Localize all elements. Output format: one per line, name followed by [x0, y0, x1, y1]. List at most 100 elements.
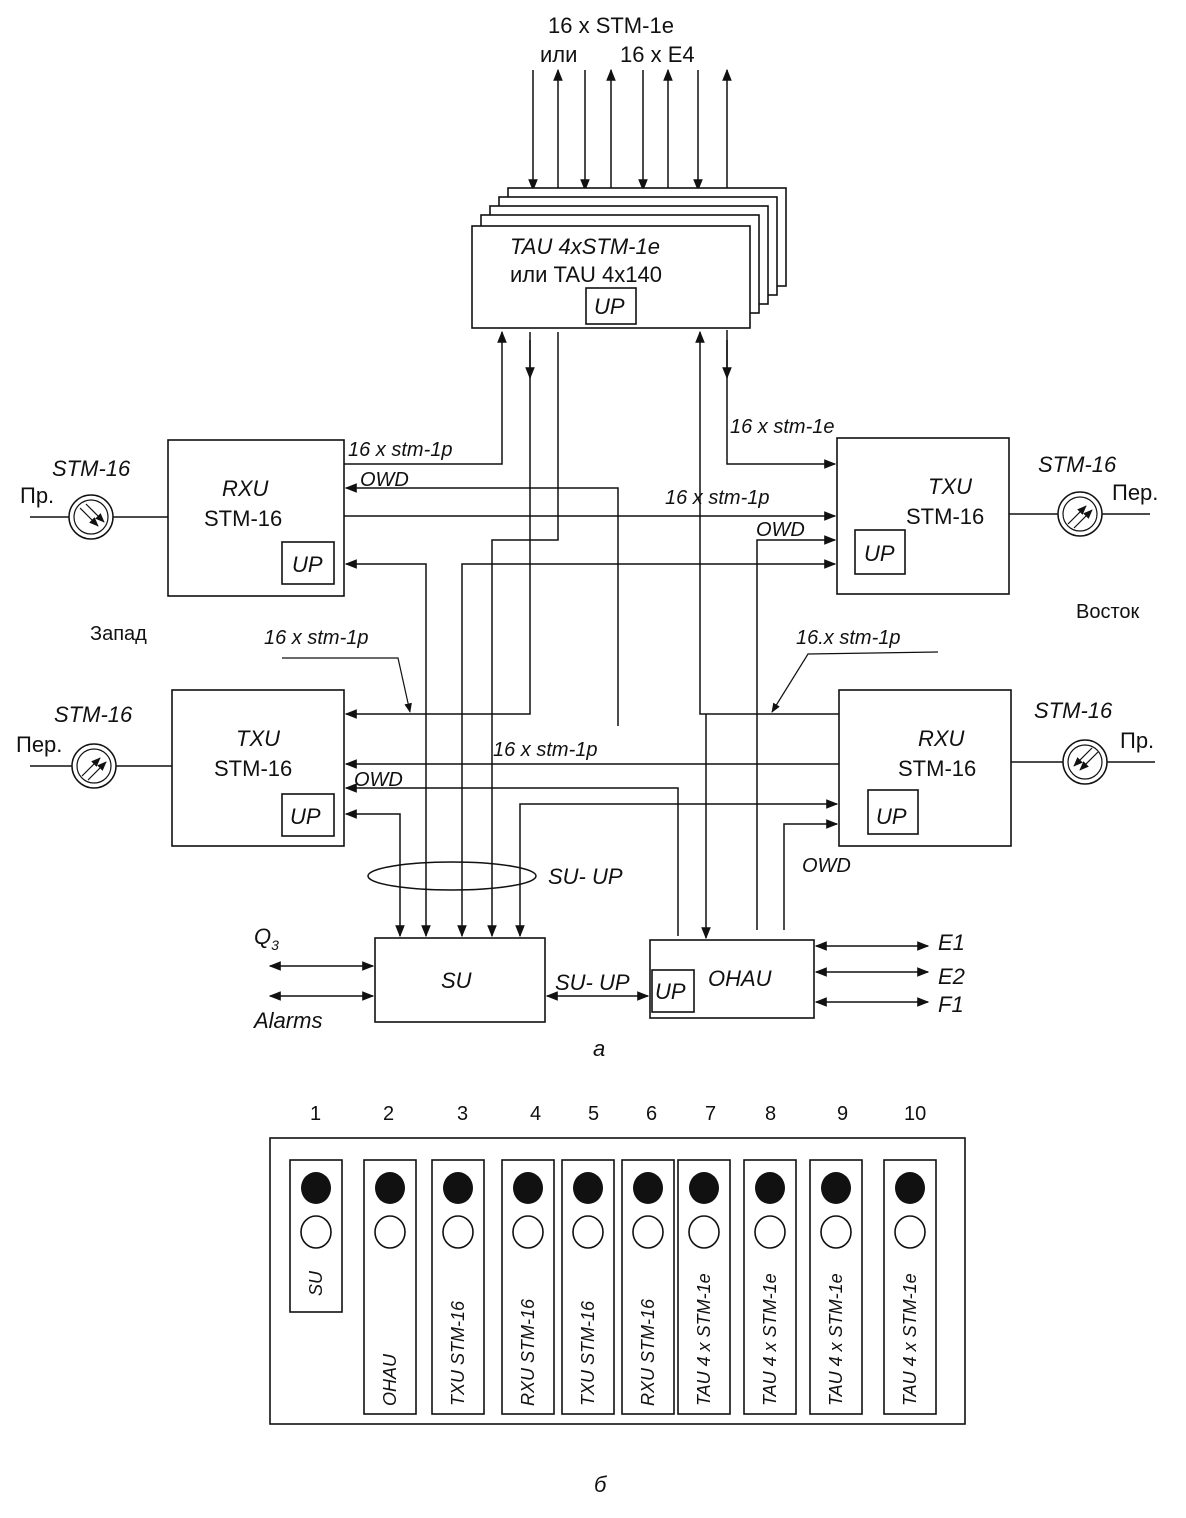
label-su-up-bus: SU- UP: [548, 864, 623, 889]
optical-port-west-rx: [30, 494, 168, 540]
txu-west-line1: TXU: [236, 726, 280, 751]
label-east-tx-stm16: STM-16: [1038, 452, 1117, 477]
txu-west-line2: STM-16: [214, 756, 292, 781]
label-east-rx-stm16: STM-16: [1034, 698, 1113, 723]
rxu-east-up-label: UP: [876, 804, 907, 829]
led-filled-icon: [821, 1172, 851, 1204]
txu-east-line2: STM-16: [906, 504, 984, 529]
slot-label-3: TXU STM-16: [448, 1300, 468, 1406]
rxu-east-line1: RXU: [918, 726, 965, 751]
rxu-west-up-box: [281, 541, 335, 585]
tau-up-label: UP: [594, 294, 625, 319]
tau-line2: или TAU 4x140: [510, 262, 662, 287]
label-e1: E1: [938, 930, 965, 955]
led-filled-icon: [689, 1172, 719, 1204]
led-empty-icon: [820, 1215, 852, 1249]
txu-west-up-box: [281, 793, 335, 837]
slot-label-10: TAU 4 x STM-1e: [900, 1273, 920, 1406]
rxu-west-line2: STM-16: [204, 506, 282, 531]
label-west-tx-per: Пер.: [16, 732, 62, 757]
led-filled-icon: [301, 1172, 331, 1204]
slot-number-8: 8: [765, 1103, 776, 1125]
led-filled-icon: [895, 1172, 925, 1204]
led-filled-icon: [573, 1172, 603, 1204]
optical-port-east-tx: [1009, 491, 1150, 537]
rxu-west-up-label: UP: [292, 552, 323, 577]
ohau-up-box: [651, 969, 695, 1013]
slot-number-6: 6: [646, 1103, 657, 1125]
su-up-bus-ellipse: [367, 861, 537, 891]
slot-number-7: 7: [705, 1103, 716, 1125]
slot-number-4: 4: [530, 1103, 541, 1125]
txu-east-up-box: [854, 529, 906, 575]
line-su-up-rxue: [515, 799, 839, 938]
label-west-rx-pr: Пр.: [20, 483, 54, 508]
line-tau-to-su: [487, 332, 559, 938]
label-stm1p-rxue: 16.x stm-1p: [796, 627, 900, 649]
label-su-up-link: SU- UP: [555, 970, 630, 995]
led-empty-icon: [300, 1215, 332, 1249]
slot-label-4: RXU STM-16: [518, 1298, 538, 1406]
line-owd-txuw: [344, 783, 679, 936]
led-empty-icon: [512, 1215, 544, 1249]
led-filled-icon: [513, 1172, 543, 1204]
slot-card-6: [621, 1159, 675, 1415]
top-label-line1: 16 x STM-1e: [548, 13, 674, 38]
label-east: Восток: [1076, 601, 1140, 623]
slot-label-5: TXU STM-16: [578, 1300, 598, 1406]
txu-west-up-label: UP: [290, 804, 321, 829]
tau-line1: TAU 4xSTM-1e: [510, 234, 660, 259]
slot-label-8: TAU 4 x STM-1e: [760, 1273, 780, 1406]
label-owd-txuw: OWD: [354, 769, 403, 791]
led-empty-icon: [688, 1215, 720, 1249]
rxu-east-up-box: [867, 789, 919, 835]
slot-number-3: 3: [457, 1103, 468, 1125]
slot-number-9: 9: [837, 1103, 848, 1125]
led-empty-icon: [572, 1215, 604, 1249]
line-su-up-txue: [457, 559, 837, 938]
label-west-rx-stm16: STM-16: [52, 456, 131, 481]
label-owd-rxuw: OWD: [360, 469, 409, 491]
label-stm1e: 16 x stm-1e: [730, 416, 834, 438]
line-tau-to-txuw: [344, 332, 531, 719]
line-su-up-txuw: [344, 809, 405, 938]
slot-number-5: 5: [588, 1103, 599, 1125]
led-empty-icon: [894, 1215, 926, 1249]
slot-label-7: TAU 4 x STM-1e: [694, 1273, 714, 1406]
slot-label-1: SU: [306, 1270, 326, 1296]
label-owd-txue: OWD: [756, 519, 805, 541]
slot-number-2: 2: [383, 1103, 394, 1125]
caption-b: б: [594, 1472, 608, 1497]
label-stm1p-txuw: 16 x stm-1p: [264, 627, 368, 649]
ohau-label: OHAU: [708, 966, 772, 991]
tributary-arrows: [528, 68, 732, 192]
label-west: Запад: [90, 623, 147, 645]
slot-label-9: TAU 4 x STM-1e: [826, 1273, 846, 1406]
top-label-or: или: [540, 42, 577, 67]
led-empty-icon: [754, 1215, 786, 1249]
label-stm1p-rxuw-txue: 16 x stm-1p: [665, 487, 769, 509]
led-filled-icon: [755, 1172, 785, 1204]
su-label: SU: [441, 968, 472, 993]
slot-number-1: 1: [310, 1103, 321, 1125]
led-empty-icon: [374, 1215, 406, 1249]
su-box: [374, 937, 546, 1023]
line-su-up-rxuw: [344, 559, 431, 938]
slot-label-2: OHAU: [380, 1353, 400, 1406]
txu-east-line1: TXU: [928, 474, 972, 499]
tau-up-box: [585, 287, 637, 325]
label-stm1p-rxue-txuw: 16 x stm-1p: [493, 739, 597, 761]
line-owd-rxuw: [344, 483, 619, 726]
led-filled-icon: [633, 1172, 663, 1204]
led-empty-icon: [442, 1215, 474, 1249]
line-owd-rxue: [783, 819, 839, 930]
ohau-up-label: UP: [655, 979, 686, 1004]
slot-label-6: RXU STM-16: [638, 1298, 658, 1406]
rxu-east-line2: STM-16: [898, 756, 976, 781]
led-filled-icon: [375, 1172, 405, 1204]
led-empty-icon: [632, 1215, 664, 1249]
line-tau-to-txue: [726, 330, 837, 469]
optical-port-east-rx: [1011, 739, 1155, 785]
